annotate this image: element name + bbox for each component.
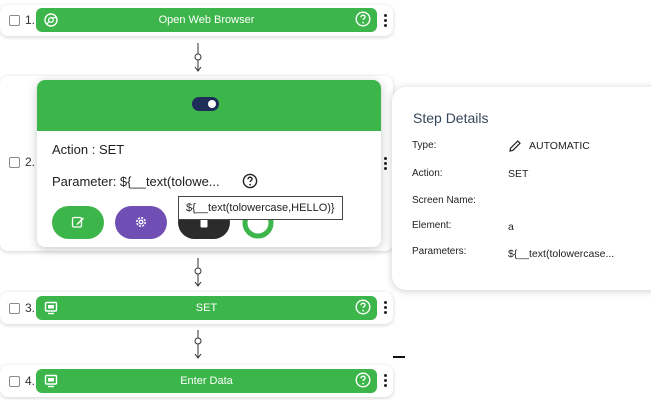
step-number-1: 1. [25, 13, 36, 27]
gear-icon [136, 217, 146, 227]
details-label-element: Element: [412, 220, 452, 231]
details-title: Step Details [413, 110, 489, 126]
connector-arrow-1 [194, 43, 202, 72]
enable-toggle[interactable] [192, 97, 219, 111]
step-number-2: 2. [25, 155, 36, 169]
step-bar-open-web-browser[interactable]: Open Web Browser [36, 8, 377, 32]
step-menu-1[interactable] [382, 13, 388, 29]
connector-arrow-3 [194, 330, 202, 359]
connector-arrow-2 [194, 258, 202, 287]
step-menu-4[interactable] [382, 373, 388, 389]
step-row-4: 4. Enter Data [0, 365, 393, 397]
step-popup: Action : SET Parameter: ${__text(tolowe.… [37, 80, 381, 247]
chrome-icon [44, 13, 58, 27]
details-value-parameters: ${__text(tolowercase... [508, 248, 615, 260]
step-row-3: 3. SET [0, 292, 393, 324]
step-row-1: 1. Open Web Browser [0, 5, 393, 36]
edit-button[interactable] [52, 206, 104, 239]
step-menu-2[interactable] [382, 156, 388, 172]
step-bar-set[interactable]: SET [36, 296, 377, 320]
monitor-icon [44, 374, 58, 388]
step-number-4: 4. [25, 374, 36, 388]
parameter-help-icon[interactable] [242, 173, 258, 189]
details-label-type: Type: [412, 140, 437, 151]
step-label-1: Open Web Browser [158, 14, 255, 26]
help-icon[interactable] [355, 11, 371, 27]
edit-icon [71, 216, 84, 228]
details-value-element: a [508, 221, 514, 233]
step-label-3: SET [195, 302, 218, 314]
popup-header [37, 80, 381, 131]
settings-button[interactable] [115, 206, 167, 239]
details-value-type: AUTOMATIC [529, 140, 590, 152]
help-icon[interactable] [355, 299, 371, 315]
step-checkbox-1[interactable] [9, 15, 20, 26]
step-label-4: Enter Data [180, 375, 233, 387]
popup-parameter-text: Parameter: ${__text(tolowe... [52, 174, 220, 189]
step-number-3: 3. [25, 301, 36, 315]
drag-handle[interactable] [393, 356, 405, 358]
step-checkbox-2[interactable] [9, 157, 20, 168]
details-value-action: SET [508, 168, 529, 180]
step-menu-3[interactable] [382, 300, 388, 316]
monitor-icon [44, 301, 58, 315]
details-label-action: Action: [412, 168, 443, 179]
step-details-panel: Step Details Type: AUTOMATIC Action: SET… [392, 87, 651, 290]
details-label-screen-name: Screen Name: [412, 195, 476, 206]
pencil-icon [509, 140, 521, 152]
step-checkbox-4[interactable] [9, 376, 20, 387]
step-bar-enter-data[interactable]: Enter Data [36, 369, 377, 393]
popup-action-text: Action : SET [52, 142, 125, 157]
details-label-parameters: Parameters: [412, 246, 467, 257]
parameter-tooltip: ${__text(tolowercase,HELLO)} [178, 196, 343, 220]
toggle-knob [208, 100, 216, 108]
step-checkbox-3[interactable] [9, 303, 20, 314]
help-icon[interactable] [355, 372, 371, 388]
